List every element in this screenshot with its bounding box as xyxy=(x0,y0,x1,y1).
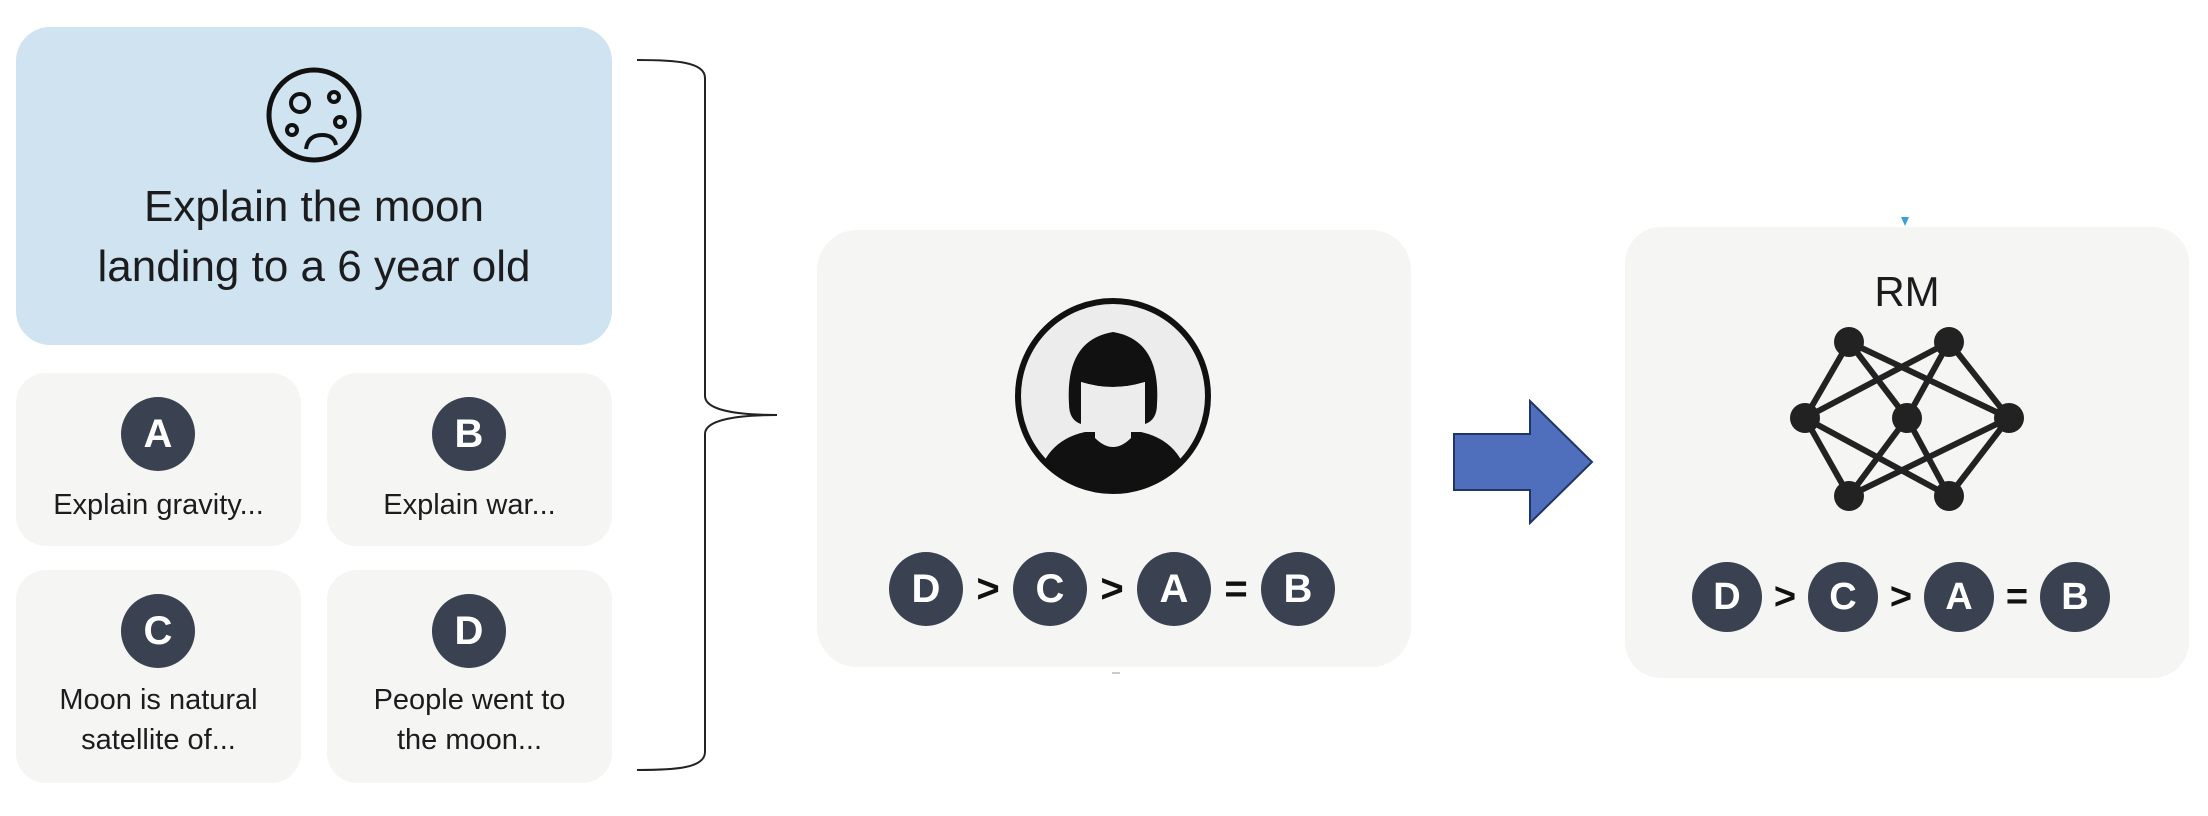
reward-model-card: RM D > C > A = xyxy=(1625,227,2189,678)
response-text: People went to the moon... xyxy=(327,680,612,760)
rank-operator: = xyxy=(1224,566,1248,611)
rank-operator: = xyxy=(2005,575,2029,618)
response-text: Moon is natural satellite of... xyxy=(16,680,301,760)
neural-network-icon xyxy=(1790,327,2024,511)
prompt-line: Explain the moon xyxy=(144,182,484,231)
response-line: Explain war... xyxy=(383,489,556,521)
rank-operator: > xyxy=(976,566,1000,611)
rank-operator: > xyxy=(1773,575,1797,618)
badge-b: B xyxy=(432,397,506,471)
rank-item: B xyxy=(1261,552,1335,626)
response-card-b: B Explain war... xyxy=(327,373,612,546)
rm-ranking: D > C > A = B xyxy=(1692,562,2110,632)
curly-bracket xyxy=(636,59,778,771)
moon-icon xyxy=(266,67,362,163)
badge-c: C xyxy=(121,594,195,668)
response-text: Explain war... xyxy=(327,485,612,525)
prompt-text: Explain the moon landing to a 6 year old xyxy=(16,177,612,297)
badge-a: A xyxy=(121,397,195,471)
response-line: People went to xyxy=(373,684,566,716)
rank-item: D xyxy=(1692,562,1762,632)
response-line: Explain gravity... xyxy=(53,489,264,521)
rank-item: D xyxy=(889,552,963,626)
response-card-a: A Explain gravity... xyxy=(16,373,301,546)
labeler-card: D > C > A = B xyxy=(817,230,1411,667)
response-text: Explain gravity... xyxy=(16,485,301,525)
response-card-d: D People went to the moon... xyxy=(327,570,612,783)
right-arrow-icon xyxy=(1453,399,1594,525)
response-card-c: C Moon is natural satellite of... xyxy=(16,570,301,783)
rank-item: B xyxy=(2040,562,2110,632)
response-line: the moon... xyxy=(396,724,543,756)
rank-item: C xyxy=(1808,562,1878,632)
prompt-card: Explain the moon landing to a 6 year old xyxy=(16,27,612,345)
rank-operator: > xyxy=(1889,575,1913,618)
human-ranking: D > C > A = B xyxy=(889,552,1335,626)
divider-mark xyxy=(1112,672,1120,674)
response-line: Moon is natural xyxy=(59,684,258,716)
marker-icon xyxy=(1901,217,1909,226)
badge-d: D xyxy=(432,594,506,668)
rank-item: A xyxy=(1137,552,1211,626)
rank-item: C xyxy=(1013,552,1087,626)
response-line: satellite of... xyxy=(81,724,236,756)
rank-item: A xyxy=(1924,562,1994,632)
prompt-line: landing to a 6 year old xyxy=(97,242,531,291)
rm-label: RM xyxy=(1874,268,1940,315)
rank-operator: > xyxy=(1100,566,1124,611)
person-icon xyxy=(1015,298,1211,494)
